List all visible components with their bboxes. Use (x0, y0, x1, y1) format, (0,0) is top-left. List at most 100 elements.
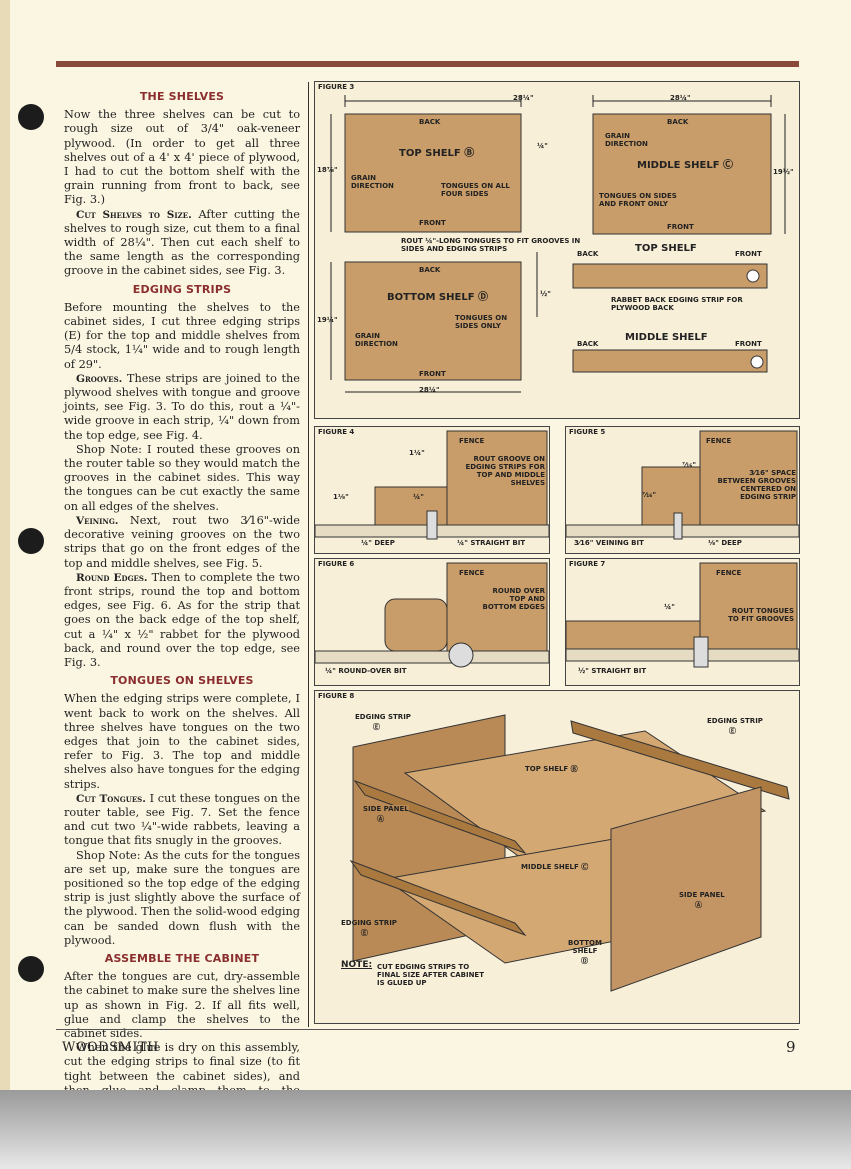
label-rout-note: ROUT ¼"-LONG TONGUES TO FIT GROOVES IN S… (401, 237, 581, 253)
figure-8-drawing (349, 714, 790, 992)
top-color-bar (56, 61, 799, 67)
label-note: CUT EDGING STRIPS TO FINAL SIZE AFTER CA… (377, 963, 484, 987)
label-top-shelf: TOP SHELF Ⓑ (399, 148, 475, 159)
label-back: BACK (577, 250, 599, 258)
label-d: Ⓓ (581, 957, 588, 965)
figure-7: FIGURE 7 FENCE ¼" ROUT TONGUES TO FIT GR… (565, 558, 800, 686)
label-edging-strip: EDGING STRIP (707, 717, 763, 725)
label-rabbet-note: RABBET BACK EDGING STRIP FOR PLYWOOD BAC… (611, 296, 743, 312)
paragraph-lead: Grooves. (76, 372, 123, 385)
label-front: FRONT (419, 219, 446, 227)
dim-quarter: ¼" (664, 603, 675, 611)
label-side-panel: SIDE PANEL (679, 891, 725, 899)
paragraph: Shop Note: I routed these grooves on the… (64, 442, 300, 513)
label-fence: FENCE (716, 569, 742, 577)
label-fence: FENCE (459, 569, 485, 577)
paragraph: Cut Tongues. I cut these tongues on the … (64, 792, 300, 849)
paragraph-body: Next, rout two 3⁄16"-wide decorative vei… (64, 513, 300, 570)
label-tongues: TONGUES ON SIDES AND FRONT ONLY (599, 192, 677, 208)
label-tongues: TONGUES ON ALL FOUR SIDES (441, 182, 510, 198)
footer-rule (56, 1029, 799, 1030)
dim-width: 1¼" (409, 449, 425, 457)
heading-the-shelves: THE SHELVES (139, 90, 225, 103)
dim-a: ⁷⁄₁₆" (682, 461, 697, 469)
binder-hole-1 (18, 104, 44, 130)
figure-title: FIGURE 8 (318, 692, 355, 700)
paragraph: Now the three shelves can be cut to roug… (64, 108, 300, 207)
column-divider (308, 82, 309, 1027)
paragraph-body: After cutting the shelves to rough size,… (64, 207, 300, 278)
figure-5-drawing (566, 430, 799, 540)
label-fence: FENCE (706, 437, 732, 445)
label-front: FRONT (667, 223, 694, 231)
figure-6: FIGURE 6 FENCE ROUND OVER TOP AND BOTTOM… (314, 558, 550, 686)
figure-4-drawing (315, 430, 549, 540)
label-front: FRONT (735, 340, 762, 348)
paragraph: When the edging strips were complete, I … (64, 692, 300, 791)
label-front: FRONT (419, 370, 446, 378)
label-bit: ½" STRAIGHT BIT (578, 667, 647, 675)
paragraph: Shop Note: As the cuts for the tongues a… (64, 848, 300, 947)
label-e: Ⓔ (373, 723, 380, 731)
label-bit: ¼" STRAIGHT BIT (457, 539, 526, 547)
paragraph: Round Edges. Then to complete the two fr… (64, 571, 300, 670)
label-grain-direction: GRAIN DIRECTION (605, 132, 648, 148)
figure-6-drawing (315, 562, 549, 668)
paragraph: Veining. Next, rout two 3⁄16"-wide decor… (64, 514, 300, 571)
paragraph-lead: Round Edges. (76, 571, 148, 584)
page-number: 9 (786, 1038, 796, 1056)
label-section-middle: MIDDLE SHELF (625, 332, 708, 343)
label-tongues: TONGUES ON SIDES ONLY (455, 314, 508, 330)
figure-title: FIGURE 3 (318, 83, 355, 91)
paragraph: Cut Shelves to Size. After cutting the s… (64, 208, 300, 279)
heading-edging-strips: EDGING STRIPS (132, 282, 232, 296)
label-bottom-shelf: BOTTOM SHELF Ⓓ (387, 292, 489, 303)
label-bit: ¼" ROUND-OVER BIT (325, 667, 407, 675)
figure-3-drawing (330, 95, 786, 393)
paragraph: Before mounting the shelves to the cabin… (64, 300, 300, 371)
label-a: Ⓐ (695, 901, 702, 909)
figure-title: FIGURE 5 (569, 428, 606, 436)
figure-3: FIGURE 3 28¼" 28¼" 18⅞" 19½" 19¼" 28¼" ¼… (314, 81, 800, 419)
dim-bottom-left: 19¼" (317, 316, 338, 324)
label-e: Ⓔ (729, 727, 736, 735)
dim-half: ½" (540, 290, 551, 298)
label-depth: ¼" DEEP (361, 539, 395, 547)
label-edging-strip: EDGING STRIP (341, 919, 397, 927)
label-edging-strip: EDGING STRIP (355, 713, 411, 721)
dim-right: 19½" (773, 168, 794, 176)
paragraph-lead: Veining. (76, 514, 119, 527)
dim-top-left: 28¼" (513, 94, 534, 102)
label-note: ROUT GROOVE ON EDGING STRIPS FOR TOP AND… (465, 455, 545, 487)
label-middle-shelf: MIDDLE SHELF Ⓒ (521, 863, 589, 871)
label-note-key: NOTE: (341, 960, 373, 970)
label-section-top: TOP SHELF (635, 243, 697, 254)
binder-hole-3 (18, 956, 44, 982)
paragraph: Grooves. These strips are joined to the … (64, 372, 300, 443)
dim-quarter: ¼" (413, 493, 424, 501)
label-back: BACK (577, 340, 599, 348)
label-a: Ⓐ (377, 815, 384, 823)
label-bit: 3⁄16" VEINING BIT (574, 539, 644, 547)
label-grain-direction: GRAIN DIRECTION (355, 332, 398, 348)
dim-bottom-width: 28¼" (419, 386, 440, 394)
label-back: BACK (419, 118, 441, 126)
dim-left: 18⅞" (317, 166, 338, 174)
label-e: Ⓔ (361, 929, 368, 937)
figure-8: FIGURE 8 EDGING STRIP Ⓔ EDGING STRIP Ⓔ T… (314, 690, 800, 1024)
paragraph-body: These strips are joined to the plywood s… (64, 371, 300, 442)
heading-tongues-on-shelves: TONGUES ON SHELVES (110, 674, 254, 688)
dim-top-right: 28¼" (670, 94, 691, 102)
label-grain-direction: GRAIN DIRECTION (351, 174, 394, 190)
label-back: BACK (667, 118, 689, 126)
label-side-panel: SIDE PANEL (363, 805, 409, 813)
binder-hole-2 (18, 528, 44, 554)
figure-4: FIGURE 4 FENCE 1¼" 1⅛" ¼" ROUT GROOVE ON… (314, 426, 550, 554)
paragraph-body: Then to complete the two front strips, r… (64, 570, 300, 669)
paragraph-lead: Cut Shelves to Size. (76, 208, 192, 221)
article-text-column: THE SHELVES Now the three shelves can be… (64, 86, 300, 1112)
figure-5: FIGURE 5 FENCE ⁷⁄₁₆" ⁷⁄₁₆" 3⁄16" SPACE B… (565, 426, 800, 554)
label-note: ROUND OVER TOP AND BOTTOM EDGES (482, 587, 545, 611)
dim-height: 1⅛" (333, 493, 349, 501)
paragraph-body: I cut these tongues on the router table,… (64, 791, 301, 848)
